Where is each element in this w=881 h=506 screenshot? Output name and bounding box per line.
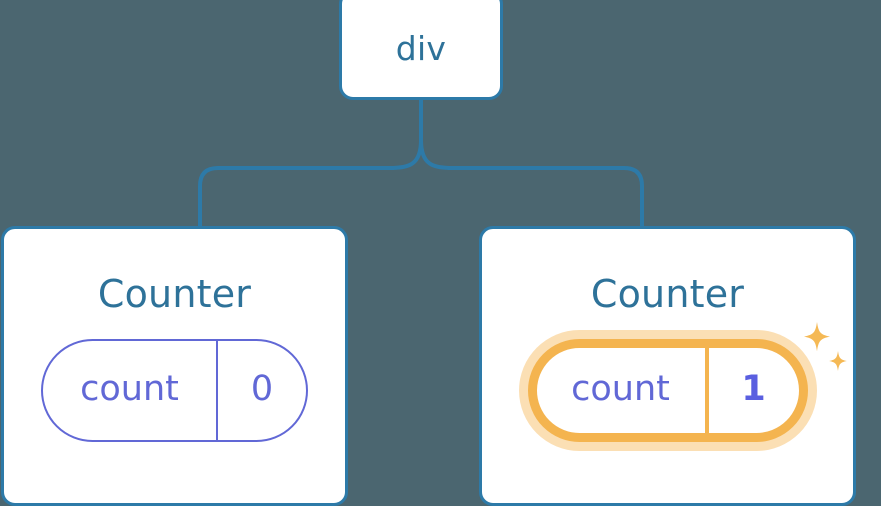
state-value-label-right: 1 <box>741 368 766 409</box>
state-key-cell-left: count <box>43 341 218 440</box>
state-pill-left[interactable]: count 0 <box>41 339 308 442</box>
connector-left-branch <box>198 138 423 229</box>
state-pill-wrapper-left: count 0 <box>41 339 308 442</box>
component-tree-diagram: div Counter count 0 Counter count <box>1 0 856 506</box>
state-value-cell-right: 1 <box>709 348 799 433</box>
state-key-cell-right: count <box>537 348 709 433</box>
connector-right-branch <box>419 138 644 229</box>
state-key-label-right: count <box>571 368 670 409</box>
tree-node-counter-right[interactable]: Counter count 1 <box>479 226 856 506</box>
state-value-cell-left: 0 <box>218 341 306 440</box>
counter-title-left: Counter <box>97 272 252 316</box>
state-key-label-left: count <box>80 368 179 409</box>
state-value-label-left: 0 <box>250 368 274 409</box>
state-pill-wrapper-right: count 1 <box>527 339 808 442</box>
counter-title-right: Counter <box>590 272 745 316</box>
root-node-label: div <box>395 28 447 68</box>
state-pill-right-highlighted[interactable]: count 1 <box>527 339 808 442</box>
tree-node-counter-left[interactable]: Counter count 0 <box>1 226 348 506</box>
tree-node-root[interactable]: div <box>339 0 503 100</box>
